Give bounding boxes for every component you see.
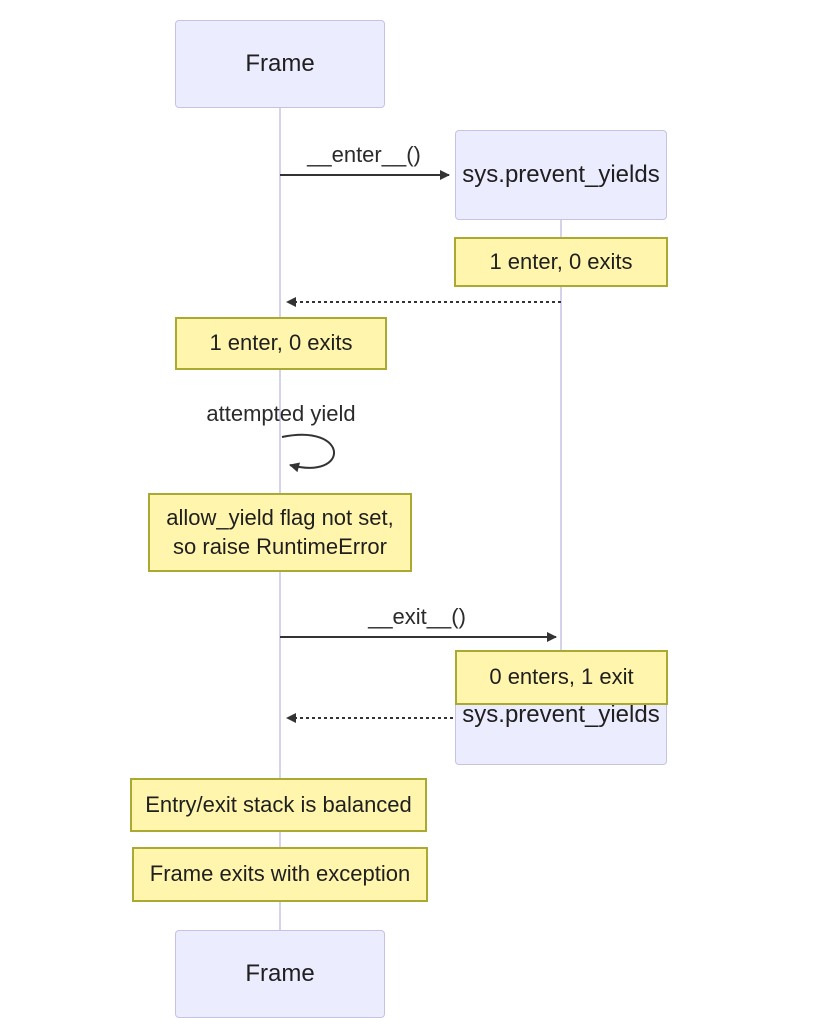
participant-label-frame: Frame [245,960,315,987]
participant-label-frame: Frame [245,50,315,77]
participant-box-frame-bottom: Frame [175,930,385,1018]
participant-label-sys: sys.prevent_yields [462,701,660,728]
message-arrow-self-yield [281,433,335,473]
note-enter-counts-sys: 1 enter, 0 exits [454,237,668,287]
message-label-attempted-yield: attempted yield [206,401,356,426]
message-label-exit: __exit__() [368,604,466,629]
participant-label-sys: sys.prevent_yields [462,161,660,188]
message-label-enter: __enter__() [307,142,421,167]
note-enter-counts-frame: 1 enter, 0 exits [175,317,387,370]
participant-box-frame-top: Frame [175,20,385,108]
note-stack-balanced: Entry/exit stack is balanced [130,778,427,832]
note-frame-exception: Frame exits with exception [132,847,428,902]
note-exit-counts-sys: 0 enters, 1 exit [455,650,668,705]
participant-box-sys-top: sys.prevent_yields [455,130,667,220]
note-yield-error: allow_yield flag not set, so raise Runti… [148,493,412,572]
